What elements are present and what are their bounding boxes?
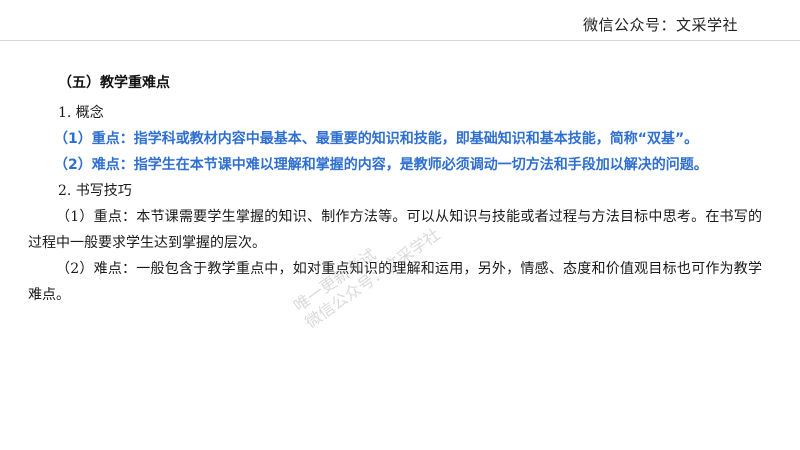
writing-key-point-paragraph: （1）重点：本节课需要学生掌握的知识、制作方法等。可以从知识与技能或者过程与方法… (28, 209, 762, 251)
difficult-point-definition: （2）难点：指学生在本节课中难以理解和掌握的内容，是教师必须调动一切方法和手段加… (54, 157, 708, 173)
concepts-heading: 1. 概念 (58, 105, 104, 121)
writing-heading: 2. 书写技巧 (58, 183, 132, 199)
main-content: （五）教学重难点 1. 概念 （1）重点：指学科或教材内容中最基本、最重要的知识… (28, 72, 762, 308)
header-divider (0, 40, 800, 41)
section-title: （五）教学重难点 (58, 75, 170, 91)
writing-difficult-point-paragraph: （2）难点：一般包含于教学重点中，如对重点知识的理解和运用，另外，情感、态度和价… (28, 261, 762, 303)
key-point-definition: （1）重点：指学科或教材内容中最基本、最重要的知识和技能，即基础知识和基本技能，… (54, 131, 699, 147)
header-brand-text: 微信公众号：文采学社 (582, 16, 738, 34)
